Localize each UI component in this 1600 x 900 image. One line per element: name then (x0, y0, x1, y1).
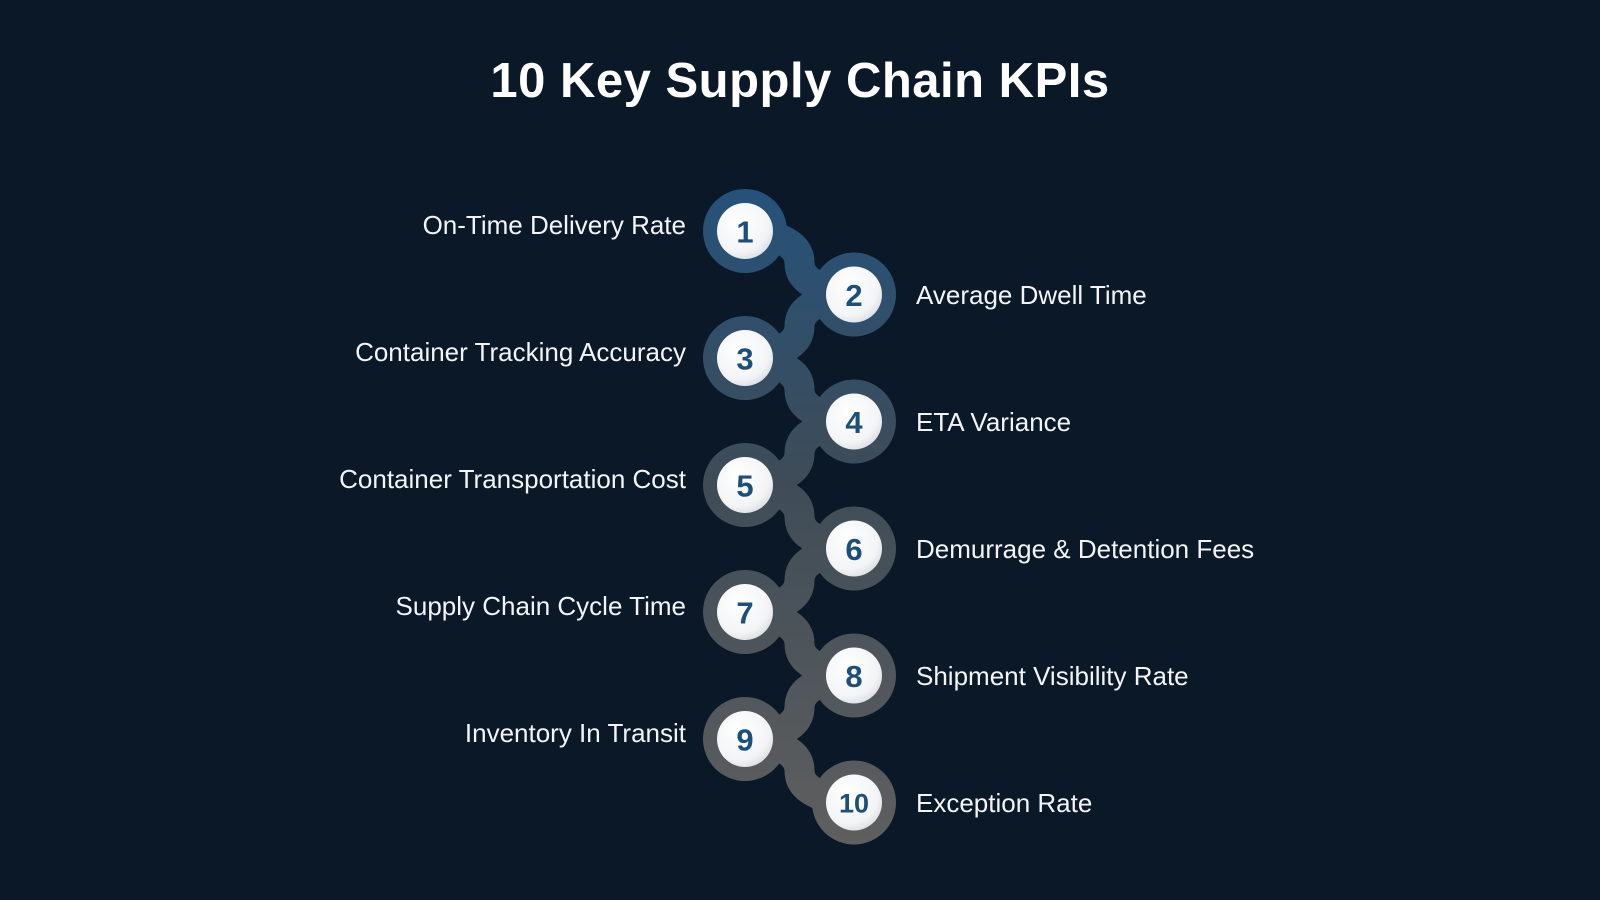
kpi-node-8 (826, 647, 882, 704)
kpi-label-10: Exception Rate (916, 787, 1093, 818)
kpi-number-9: 9 (736, 723, 753, 758)
kpi-number-7: 7 (736, 596, 753, 631)
kpi-number-2: 2 (845, 278, 862, 313)
kpi-number-5: 5 (736, 469, 753, 504)
kpi-node-5 (717, 457, 773, 513)
kpi-node-4 (826, 393, 882, 450)
kpi-label-1: On-Time Delivery Rate (422, 210, 686, 240)
kpi-label-8: Shipment Visibility Rate (916, 660, 1189, 691)
kpi-label-3: Container Tracking Accuracy (355, 337, 686, 367)
kpi-number-10: 10 (839, 789, 869, 819)
kpi-number-4: 4 (845, 405, 863, 440)
kpi-node-2 (826, 266, 882, 323)
kpi-node-10 (826, 774, 882, 831)
kpi-number-1: 1 (736, 215, 753, 250)
kpi-label-7: Supply Chain Cycle Time (395, 591, 686, 621)
page-title: 10 Key Supply Chain KPIs (490, 54, 1110, 108)
kpi-node-3 (717, 330, 773, 386)
kpi-label-9: Inventory In Transit (464, 718, 686, 748)
kpi-node-7 (717, 584, 773, 640)
chain-nodes: 1 2 3 4 5 6 7 8 9 10 (717, 203, 882, 831)
kpi-node-1 (717, 203, 773, 259)
kpi-label-2: Average Dwell Time (916, 279, 1147, 310)
kpi-number-3: 3 (736, 342, 753, 377)
kpi-node-6 (826, 520, 882, 577)
kpi-node-9 (717, 711, 773, 767)
kpi-number-8: 8 (845, 659, 862, 694)
kpi-label-6: Demurrage & Detention Fees (916, 533, 1255, 564)
kpi-number-6: 6 (845, 532, 862, 567)
kpi-label-4: ETA Variance (916, 406, 1072, 437)
kpi-label-5: Container Transportation Cost (339, 464, 686, 494)
